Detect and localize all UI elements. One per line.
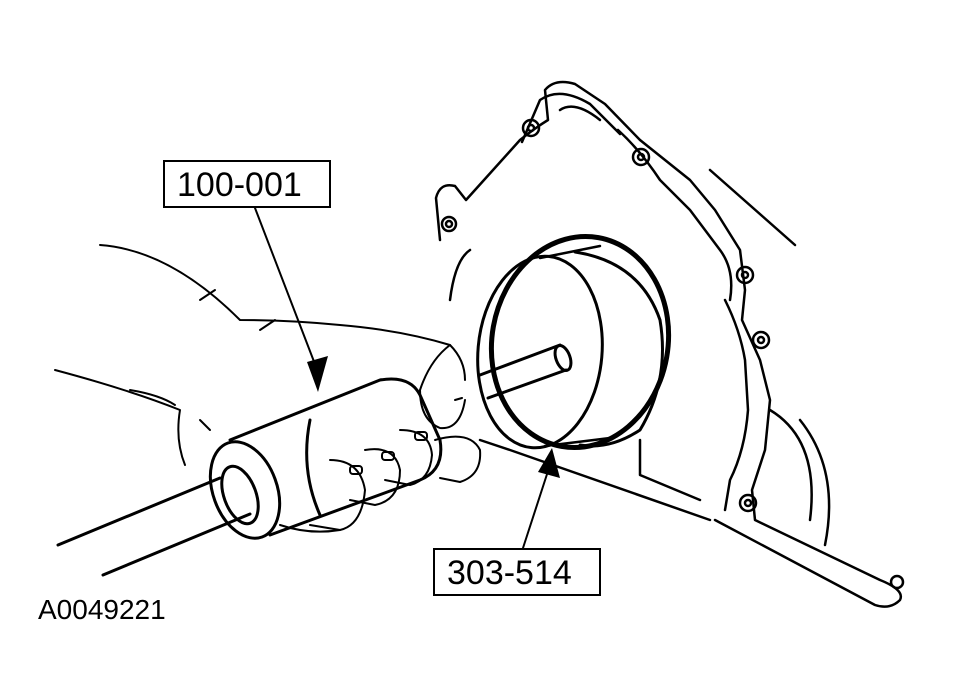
engine-cover-plate	[434, 80, 903, 608]
bolt	[444, 219, 454, 229]
bolt	[636, 152, 646, 162]
bolt	[889, 574, 905, 590]
bolt	[738, 493, 758, 513]
bolt	[440, 215, 458, 233]
arrowhead	[538, 448, 560, 478]
handle-shaft-tip	[478, 343, 573, 400]
figure-id: A0049221	[38, 594, 166, 625]
bolt	[526, 123, 536, 133]
seal-installer-tool	[476, 233, 672, 451]
callout-100-001: 100-001	[163, 160, 331, 208]
bolt	[735, 265, 755, 285]
handle-tool	[56, 377, 443, 577]
installer-flange	[488, 233, 672, 451]
leader-lines	[254, 207, 560, 549]
hand-illustration	[54, 244, 482, 533]
cover-bolts	[440, 118, 905, 590]
bolt	[631, 147, 651, 167]
handle-end-cap	[208, 440, 282, 540]
arrowhead	[307, 356, 328, 392]
callout-303-514: 303-514	[433, 548, 601, 596]
bolt	[521, 118, 541, 138]
bolt	[756, 335, 766, 345]
bolt	[751, 330, 771, 350]
bolt	[743, 498, 753, 508]
bolt	[740, 270, 750, 280]
